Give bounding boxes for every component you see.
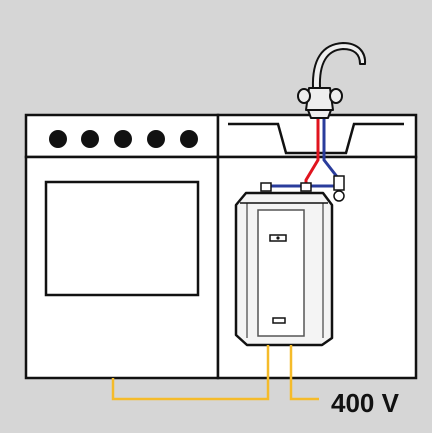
fitting-left xyxy=(260,182,272,192)
fitting-middle xyxy=(300,182,312,192)
faucet-base xyxy=(307,109,332,119)
heater-indicator xyxy=(272,317,286,324)
burner-4 xyxy=(147,130,165,148)
pipe-fittings xyxy=(260,175,345,202)
oven-door-window xyxy=(44,180,200,297)
power-cable xyxy=(111,345,319,401)
water-heater-side xyxy=(246,203,324,338)
stove xyxy=(24,113,220,380)
supply-power-line xyxy=(289,345,319,401)
water-heater xyxy=(234,191,334,347)
faucet-icon xyxy=(297,42,367,119)
shutoff-valve xyxy=(333,190,345,202)
faucet-handle-left xyxy=(297,88,311,104)
heater-logo-icon xyxy=(269,234,287,242)
faucet-spout xyxy=(311,42,367,89)
burner-3 xyxy=(114,130,132,148)
sink-basin xyxy=(228,122,404,155)
stove-power-line xyxy=(111,345,270,401)
fitting-right xyxy=(333,175,345,191)
water-heater-front-panel xyxy=(257,209,305,337)
burner-5 xyxy=(180,130,198,148)
burner-2 xyxy=(81,130,99,148)
supply-voltage-label: 400 V xyxy=(331,388,400,418)
stove-burners xyxy=(49,130,198,148)
burner-1 xyxy=(49,130,67,148)
faucet-handle-right xyxy=(329,88,343,104)
